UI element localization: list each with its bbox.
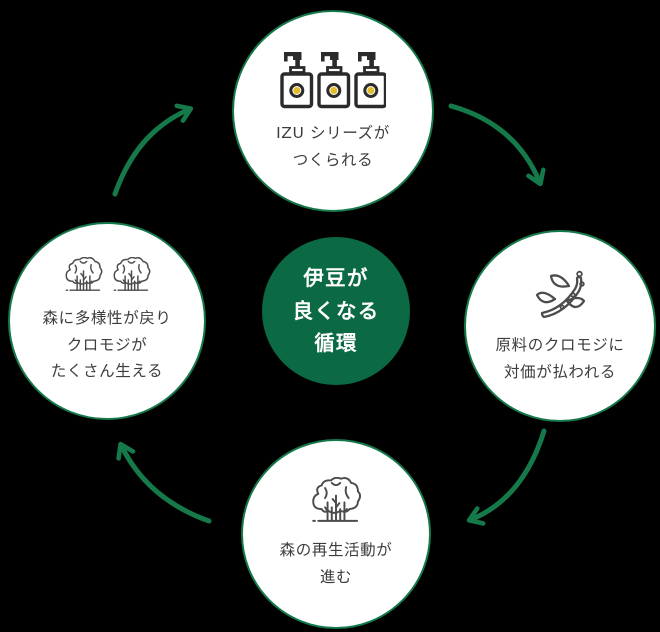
label-line: 原料のクロモジに <box>495 335 625 354</box>
label-line: IZU シリーズが <box>276 123 390 142</box>
node-label-kuromoji-payment: 原料のクロモジに 対価が払われる <box>496 332 625 385</box>
label-line: クロモジが <box>66 335 148 354</box>
node-forest-regeneration: 森の再生活動が 進む <box>241 439 431 629</box>
arrow-bottom-to-left <box>116 441 212 524</box>
label-line: 進む <box>319 568 353 586</box>
label-line: つくられる <box>292 150 374 169</box>
arrow-left-to-top <box>112 103 194 197</box>
label-line: 循環 <box>314 331 358 356</box>
node-label-izu-series: IZU シリーズが つくられる <box>276 120 390 173</box>
node-label-forest-regeneration: 森の再生活動が 進む <box>280 537 393 590</box>
node-forest-diversity: 森に多様性が戻り クロモジが たくさん生える <box>8 222 206 420</box>
forest-trees-icon <box>63 257 152 294</box>
node-izu-series: IZU シリーズが つくられる <box>232 10 434 212</box>
arrow-right-to-bottom <box>466 428 547 526</box>
label-line: 伊豆が <box>303 265 369 290</box>
label-line: 森に多様性が戻り <box>42 309 172 328</box>
label-line: 良くなる <box>292 298 380 323</box>
label-line: 対価が払われる <box>503 362 617 381</box>
node-label-forest-diversity: 森に多様性が戻り クロモジが たくさん生える <box>43 305 172 385</box>
forest-tree-icon <box>309 477 363 526</box>
label-line: 森の再生活動が <box>279 541 393 560</box>
node-kuromoji-payment: 原料のクロモジに 対価が払われる <box>464 230 656 422</box>
arrow-top-to-right <box>448 103 546 187</box>
izu-bottles-icon <box>280 49 386 109</box>
center-cycle-circle: 伊豆が 良くなる 循環 <box>262 237 410 385</box>
label-line: たくさん生える <box>50 362 164 381</box>
center-label: 伊豆が 良くなる 循環 <box>293 262 380 360</box>
kuromoji-branch-icon <box>534 267 586 321</box>
